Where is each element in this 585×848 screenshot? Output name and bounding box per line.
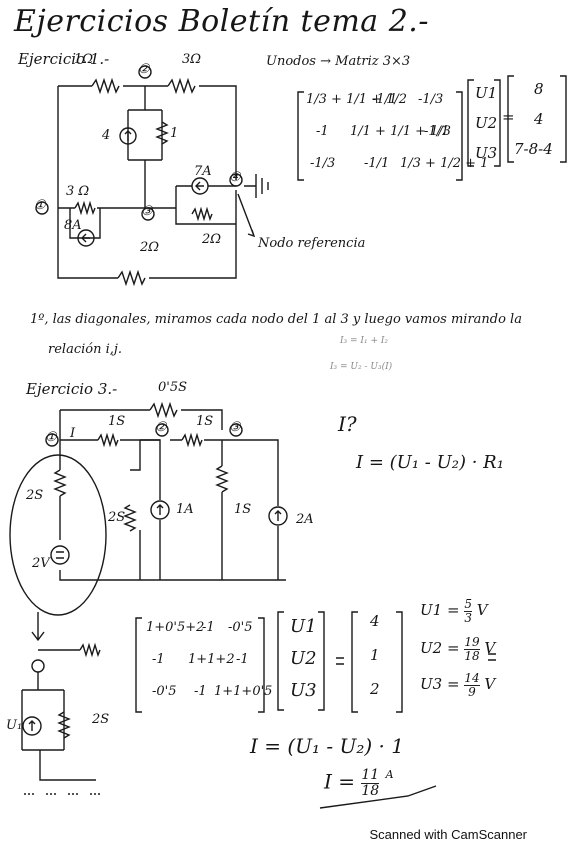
exercise-1-label: Ejercicio 1.-: [18, 50, 110, 68]
exercise-3-label: Ejercicio 3.-: [26, 380, 118, 398]
ex3-rhs-3: 2: [370, 680, 380, 698]
ex3-g-right: 1S: [234, 502, 252, 517]
ex3-m-31: -0'5: [152, 684, 177, 699]
ex1-r-top-right: 3Ω: [182, 52, 202, 67]
ex3-formula-1: I = (U₁ - U₂) · R₁: [356, 452, 504, 473]
ex1-m-32: -1/1: [364, 156, 390, 171]
ex1-note-1: 1º, las diagonales, miramos cada nodo de…: [30, 312, 522, 327]
ex1-r-top-left: 1Ω: [74, 52, 94, 67]
ex1-m-13: -1/3: [418, 92, 444, 107]
ex1-src-7a: 7A: [194, 164, 212, 179]
ex1-src-4: 4: [102, 128, 111, 143]
ex1-r-3: 3 Ω: [66, 184, 90, 199]
ex1-r-2-bottom: 2Ω: [140, 240, 160, 255]
ex3-node-2: ②: [155, 420, 167, 435]
ex1-m-21: -1: [316, 124, 329, 139]
ex1-m-23: -1/1: [424, 124, 450, 139]
ex1-var-2: U2: [475, 114, 498, 132]
ex3-sub-g: 2S: [92, 712, 110, 727]
ex3-m-12: -1: [202, 620, 215, 635]
ex1-m-11: 1/3 + 1/1 + 1/2: [306, 92, 408, 107]
ex3-var-3: U3: [290, 680, 317, 701]
ex1-m-22: 1/1 + 1/1 + 1/3: [350, 124, 452, 139]
ex1-note-2: relación i,j.: [48, 342, 123, 357]
ex1-m-12: -1/1: [372, 92, 398, 107]
page-title: Ejercicios Boletín tema 2.-: [14, 4, 429, 39]
ex1-node-3: ③: [141, 204, 153, 219]
ex3-rhs-1: 4: [370, 612, 380, 630]
ex3-src-1a: 1A: [176, 502, 194, 517]
ex3-src-2a: 2A: [296, 512, 314, 527]
ex1-side-note-2: I₃ = U₂ - U₃(I): [330, 362, 393, 372]
ex1-r-2-right: 2Ω: [202, 232, 222, 247]
ex3-g-mid: 2S: [108, 510, 126, 525]
ex1-m-31: -1/3: [310, 156, 336, 171]
ex1-rhs-3: 7-8-4: [514, 140, 553, 158]
ex1-r-1: 1: [170, 126, 179, 141]
ex3-m-32: -1: [194, 684, 207, 699]
ex3-g-left: 2S: [26, 488, 44, 503]
ex3-var-2: U2: [290, 648, 317, 669]
ex3-formula-2: I = (U₁ - U₂) · 1: [250, 734, 404, 758]
ex1-equals: =: [502, 108, 515, 126]
ex1-rhs-1: 8: [534, 80, 544, 98]
ex1-node-1: ①: [34, 198, 46, 213]
ex3-m-11: 1+0'5+2: [146, 620, 205, 635]
ex3-m-23: -1: [236, 652, 249, 667]
scanner-watermark: Scanned with CamScanner: [369, 827, 527, 842]
ex3-m-33: 1+1+0'5: [214, 684, 273, 699]
ex1-rhs-2: 4: [534, 110, 544, 128]
ex3-m-21: -1: [152, 652, 165, 667]
ex1-src-8a: 8A: [64, 218, 82, 233]
ex3-node-1: ①: [45, 430, 57, 445]
ex1-var-3: U3: [475, 144, 498, 162]
ex3-m-22: 1+1+2: [188, 652, 235, 667]
ex3-rhs-2: 1: [370, 646, 380, 664]
ex1-var-1: U1: [475, 84, 498, 102]
ex3-g-23: 1S: [196, 414, 214, 429]
ex1-node-2: ②: [138, 62, 150, 77]
ex3-g-top: 0'5S: [158, 380, 188, 395]
ex1-side-note-1: I₃ = I₁ + I₂: [340, 336, 389, 346]
ex3-node-3: ③: [229, 420, 241, 435]
ex3-question: I?: [338, 412, 357, 436]
ex1-unknowns: Unodos → Matriz 3×3: [266, 54, 411, 69]
ex3-g-12: 1S: [108, 414, 126, 429]
ex3-m-13: -0'5: [228, 620, 253, 635]
ex3-var-1: U1: [290, 616, 317, 637]
ex1-node-4: ④: [229, 170, 241, 185]
ex3-sub-u1: U₁: [6, 718, 23, 733]
ex3-src-2v: 2V: [32, 556, 50, 571]
ex1-m-33: 1/3 + 1/2 + 1: [400, 156, 489, 171]
ex3-current-label: I: [70, 426, 76, 441]
ex1-ref-label: Nodo referencia: [258, 236, 366, 251]
